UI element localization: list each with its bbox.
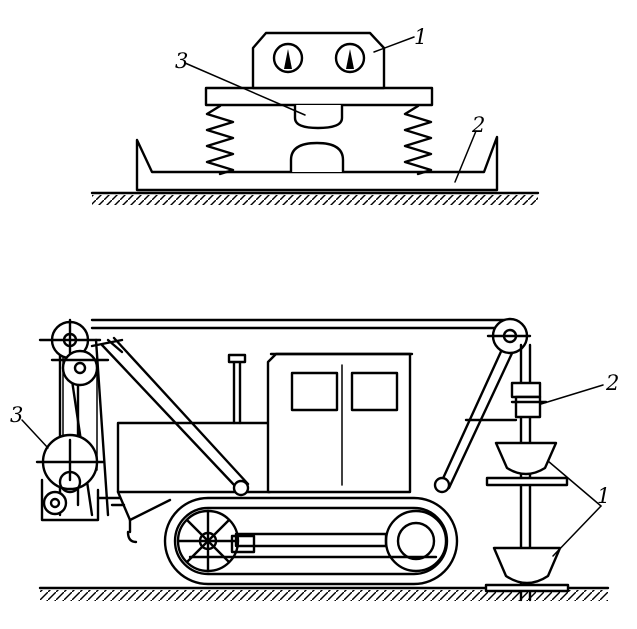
gauge-icon	[334, 42, 366, 74]
leader-line	[540, 384, 604, 405]
winch-drum	[35, 433, 105, 494]
rear-sheave-top	[38, 318, 102, 362]
label-top-machine: 1	[414, 25, 427, 49]
top-anvil-upper	[293, 105, 344, 130]
top-base-plate	[135, 135, 499, 192]
driver-head	[510, 381, 548, 419]
track-frame	[234, 532, 388, 548]
label-bottom-tools: 1	[597, 484, 610, 508]
top-upper-plate	[204, 86, 434, 107]
label-bottom-driver-head: 2	[605, 371, 619, 395]
leader-line	[373, 36, 415, 53]
front-sheave	[486, 317, 532, 355]
front-diagonal-strut	[433, 343, 518, 494]
cab-window-right	[350, 371, 399, 412]
top-figure: 1 3 2	[90, 25, 540, 205]
leader-line	[547, 460, 602, 507]
leader-line	[552, 505, 602, 557]
drive-sprocket	[176, 509, 240, 573]
gauge-icon	[272, 42, 304, 74]
crawler-track	[163, 496, 459, 586]
lower-tool	[484, 546, 570, 593]
top-spring-right	[403, 104, 433, 176]
label-top-base: 2	[471, 113, 485, 137]
leader-line	[184, 62, 306, 116]
leader-line	[21, 419, 49, 449]
label-top-anvil: 3	[175, 49, 188, 73]
label-bottom-winch: 3	[10, 403, 23, 427]
top-vibrator-housing	[251, 31, 386, 90]
rear-lower-pulley	[42, 490, 68, 516]
bottom-figure: 2 1 3	[10, 317, 619, 602]
cab-window-left	[290, 371, 339, 412]
top-ground	[90, 191, 540, 205]
leader-line	[454, 130, 477, 183]
cab	[266, 352, 412, 494]
top-spring-left	[205, 104, 235, 176]
rear-diagonal-strut	[100, 336, 250, 497]
upper-tool	[485, 441, 569, 487]
top-anvil-lower	[289, 141, 345, 172]
exhaust-pipe	[227, 353, 247, 425]
